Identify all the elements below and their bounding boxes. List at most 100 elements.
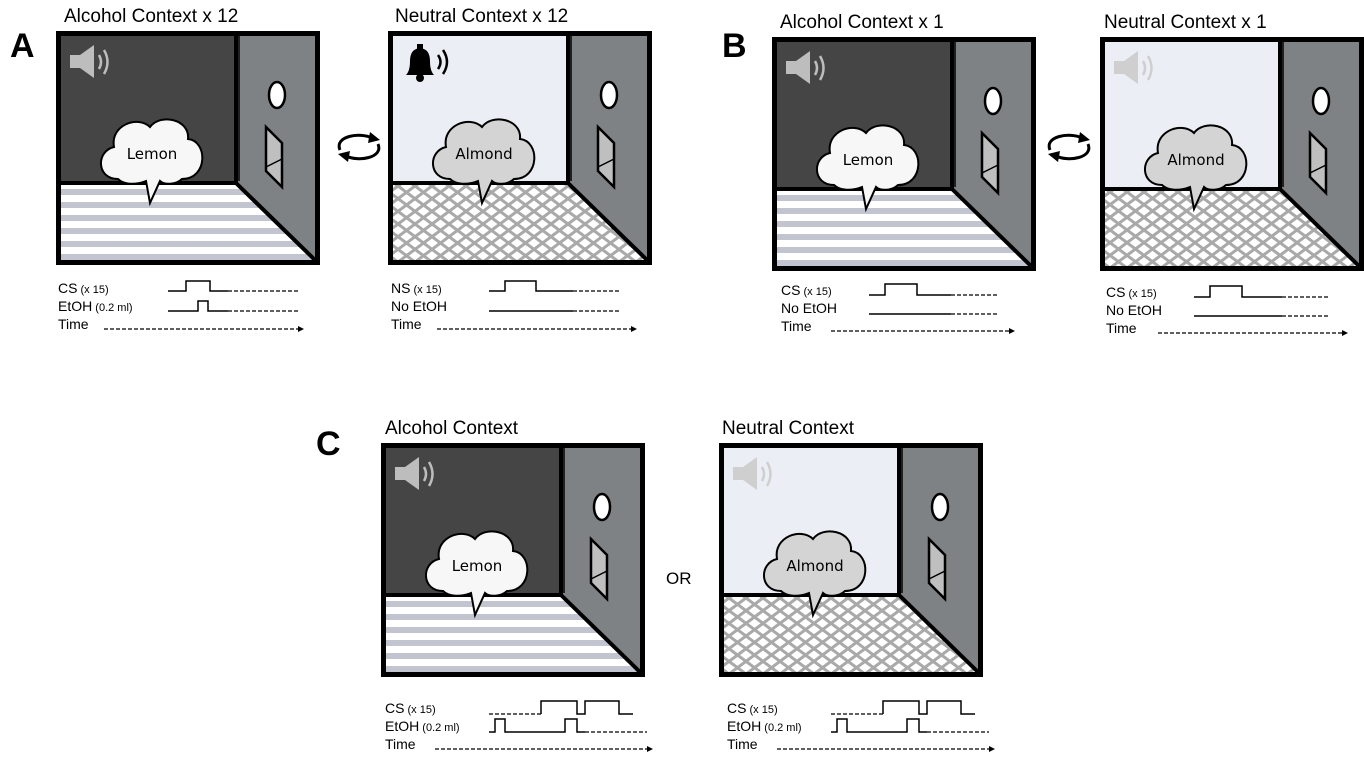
odor-label: Almond <box>1167 151 1224 169</box>
title-b-neutral: Neutral Context x 1 <box>1104 12 1267 33</box>
timeline-traces <box>831 283 1015 334</box>
row-sub-label: (x 15) <box>800 286 832 298</box>
arrowhead-icon <box>989 746 995 752</box>
arrowhead-icon <box>647 746 653 752</box>
row-main-label: Time <box>385 736 416 752</box>
timeline-row-label: No EtOH <box>781 301 837 315</box>
row-main-label: CS <box>385 700 405 716</box>
row-sub-label: (x 15) <box>404 704 436 716</box>
row-main-label: CS <box>727 700 747 716</box>
row-main-label: EtOH <box>385 718 420 734</box>
odor-cloud-bubble: Almond <box>432 118 536 207</box>
cs-trace <box>168 280 228 292</box>
cs-trace <box>489 280 573 292</box>
timeline-c-neutral: CS (x 15)EtOH (0.2 ml)Time <box>727 699 997 759</box>
row-main-label: NS <box>391 280 411 296</box>
arrowhead-icon <box>1009 328 1015 334</box>
title-b-alcohol: Alcohol Context x 1 <box>780 12 944 33</box>
odor-cloud-bubble: Lemon <box>425 530 529 619</box>
row-main-label: Time <box>58 316 89 332</box>
timeline-row-label: Time <box>391 317 422 331</box>
etoh-trace <box>831 718 927 733</box>
timeline-row-label: CS (x 15) <box>781 283 832 298</box>
row-sub-label: (x 15) <box>1125 288 1157 300</box>
room-a-alcohol: Lemon <box>56 31 320 265</box>
timeline-row-label: EtOH (0.2 ml) <box>58 299 133 314</box>
row-sub-label: (x 15) <box>746 704 778 716</box>
speaker-icon <box>1114 51 1153 84</box>
timeline-traces <box>437 280 637 332</box>
timeline-row-label: Time <box>58 317 89 331</box>
title-c-neutral: Neutral Context <box>722 418 855 439</box>
odor-label: Almond <box>455 145 512 163</box>
row-main-label: No EtOH <box>781 300 838 316</box>
timeline-row-label: EtOH (0.2 ml) <box>385 719 460 734</box>
cs-trace <box>1194 285 1282 298</box>
timeline-b-alcohol: CS (x 15) No EtOH Time <box>781 281 1031 341</box>
or-label: OR <box>666 569 692 588</box>
timeline-traces <box>104 280 304 332</box>
odor-cloud-bubble: Lemon <box>100 118 204 207</box>
timeline-traces <box>777 700 995 752</box>
odor-cloud-bubble: Almond <box>1144 124 1248 213</box>
row-sub-label: (0.2 ml) <box>92 302 133 314</box>
title-a-alcohol: Alcohol Context x 12 <box>64 6 239 27</box>
timeline-row-label: Time <box>385 737 416 751</box>
cs-trace <box>540 700 633 715</box>
odor-label: Lemon <box>127 145 178 163</box>
arrowhead-icon <box>1342 330 1348 336</box>
room-b-neutral: Almond <box>1100 37 1364 271</box>
speaker-icon <box>786 51 825 84</box>
timeline-row-label: No EtOH <box>1106 303 1162 317</box>
timeline-row-label: CS (x 15) <box>727 701 778 716</box>
alternate-arrows-icon-b <box>1042 128 1096 171</box>
timeline-traces <box>1158 285 1348 336</box>
timeline-row-label: No EtOH <box>391 299 447 313</box>
row-sub-label: (x 15) <box>410 284 442 296</box>
row-main-label: Time <box>1106 320 1137 336</box>
cs-trace <box>882 700 975 715</box>
row-sub-label: (x 15) <box>77 284 109 296</box>
row-sub-label: (0.2 ml) <box>419 722 460 734</box>
title-c-alcohol: Alcohol Context <box>385 418 519 439</box>
row-main-label: Time <box>781 318 812 334</box>
etoh-trace <box>168 300 228 312</box>
alternate-arrows-icon-a <box>332 128 386 171</box>
row-main-label: EtOH <box>58 298 93 314</box>
timeline-row-label: Time <box>781 319 812 333</box>
cs-trace <box>869 283 951 296</box>
speaker-icon <box>395 457 434 490</box>
timeline-row-label: CS (x 15) <box>1106 285 1157 300</box>
row-sub-label: (0.2 ml) <box>761 722 802 734</box>
row-main-label: EtOH <box>727 718 762 734</box>
room-c-neutral: Almond <box>719 443 983 677</box>
timeline-row-label: Time <box>727 737 758 751</box>
odor-cloud-bubble: Almond <box>763 530 867 619</box>
row-main-label: CS <box>58 280 78 296</box>
row-main-label: No EtOH <box>391 298 448 314</box>
row-main-label: Time <box>727 736 758 752</box>
etoh-trace <box>489 718 585 733</box>
odor-label: Lemon <box>843 151 894 169</box>
speaker-icon <box>733 457 772 490</box>
timeline-row-label: CS (x 15) <box>385 701 436 716</box>
bell-icon <box>406 44 449 82</box>
room-c-alcohol: Lemon <box>381 443 645 677</box>
timeline-row-label: Time <box>1106 321 1137 335</box>
arrowhead-icon <box>631 326 637 332</box>
title-a-neutral: Neutral Context x 12 <box>395 6 569 27</box>
timeline-row-label: NS (x 15) <box>391 281 442 296</box>
panel-letter-a: A <box>10 27 35 65</box>
odor-label: Almond <box>786 557 843 575</box>
timeline-b-neutral: CS (x 15) No EtOH Time <box>1106 283 1356 343</box>
row-main-label: Time <box>391 316 422 332</box>
room-b-alcohol: Lemon <box>772 37 1036 271</box>
odor-label: Lemon <box>452 557 503 575</box>
timeline-row-label: EtOH (0.2 ml) <box>727 719 802 734</box>
row-main-label: CS <box>781 282 801 298</box>
row-main-label: CS <box>1106 284 1126 300</box>
timeline-a-neutral: NS (x 15) No EtOH Time <box>391 279 641 339</box>
timeline-traces <box>435 700 653 752</box>
row-main-label: No EtOH <box>1106 302 1163 318</box>
speaker-icon <box>70 45 109 78</box>
